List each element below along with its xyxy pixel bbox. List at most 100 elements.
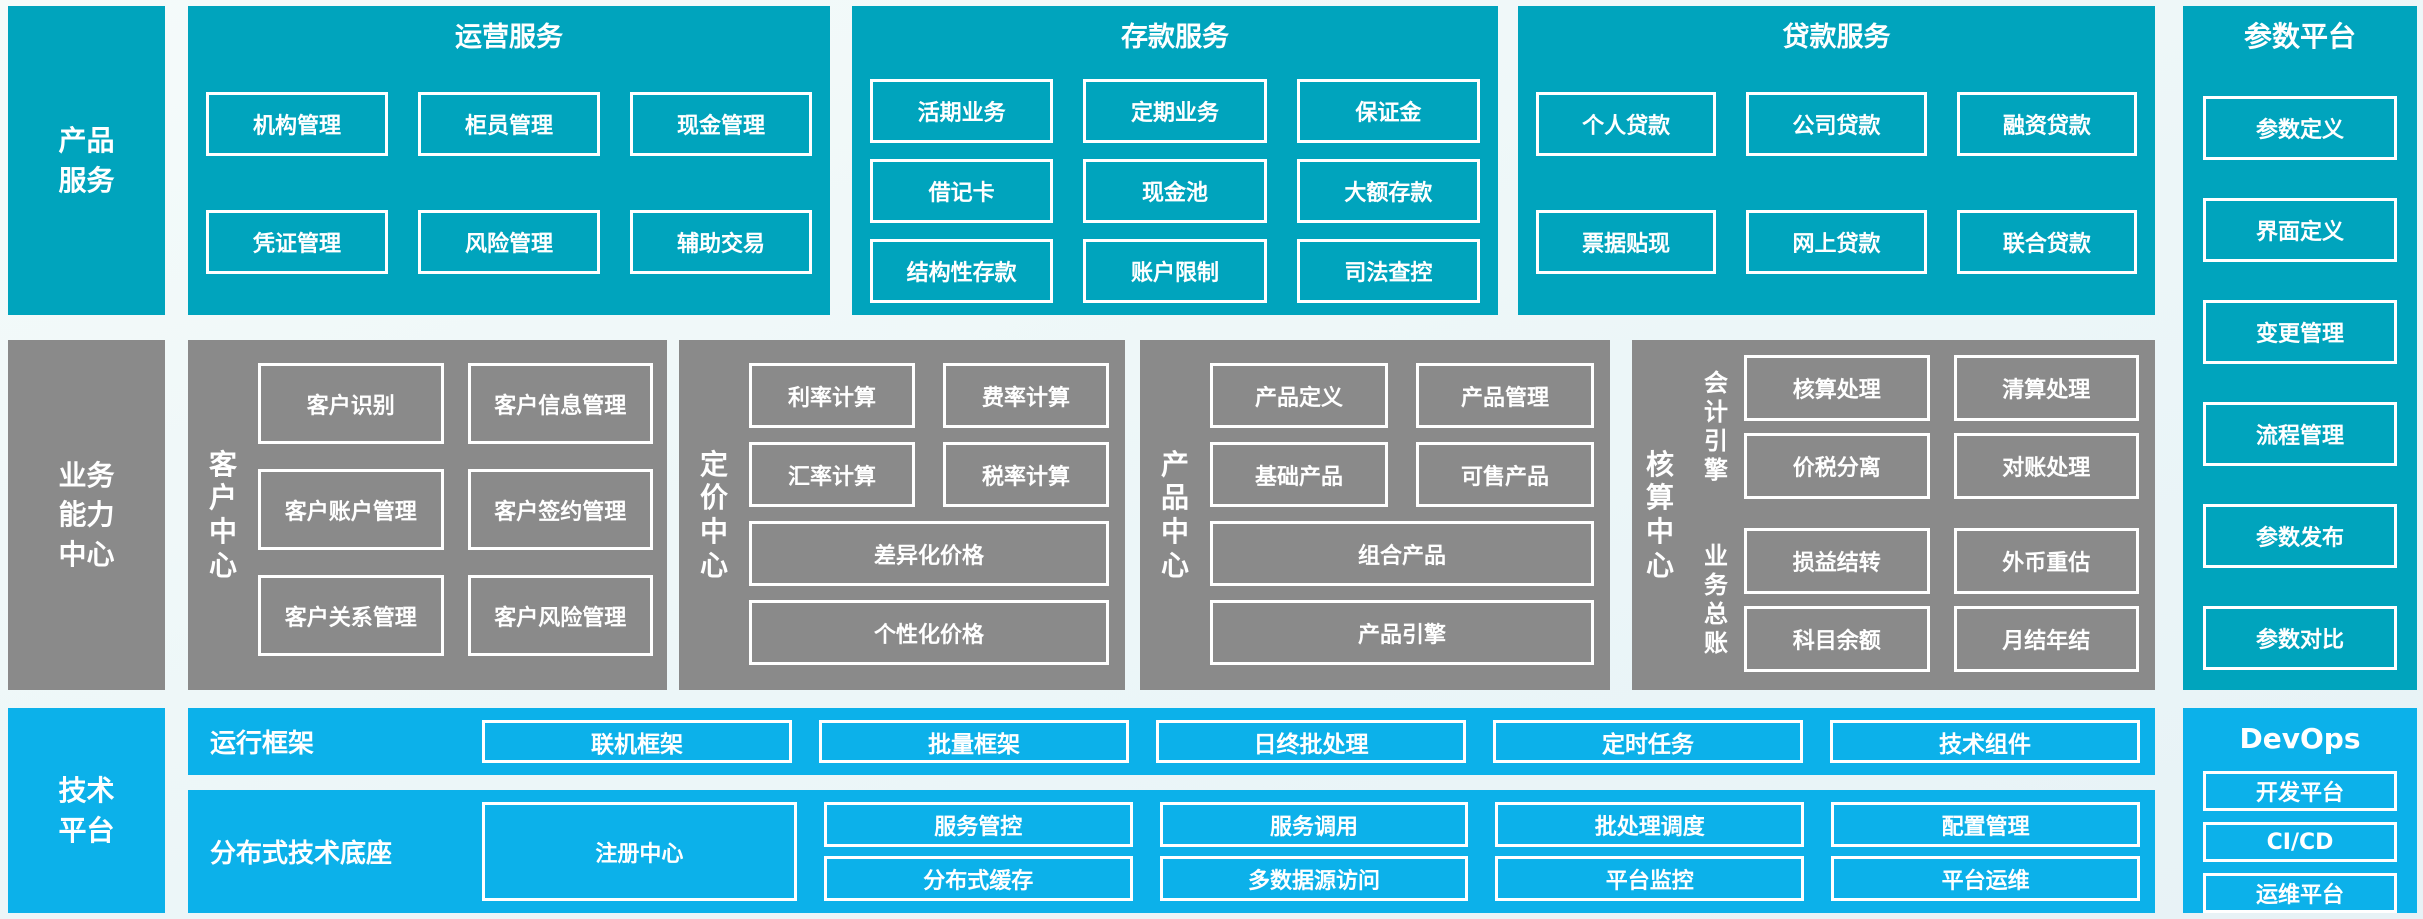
item-debit-card: 借记卡 [870, 159, 1054, 223]
item-demand-deposit: 活期业务 [870, 79, 1054, 143]
item-time-deposit: 定期业务 [1083, 79, 1267, 143]
item-online-framework: 联机框架 [482, 720, 792, 763]
item-registry-center: 注册中心 [482, 802, 797, 901]
item-sellable-product: 可售产品 [1416, 442, 1594, 507]
item-config-management: 配置管理 [1831, 802, 2140, 847]
distributed-base-label: 分布式技术底座 [210, 839, 393, 869]
item-teller-management: 柜员管理 [418, 92, 600, 156]
block-customer-center: 客 户 中 心 客户识别 客户信息管理 客户账户管理 客户签约管理 客户关系管理… [188, 340, 667, 690]
runtime-framework-label: 运行框架 [210, 729, 315, 759]
item-parameter-compare: 参数对比 [2203, 606, 2397, 670]
item-product-management: 产品管理 [1416, 363, 1594, 428]
item-voucher-management: 凭证管理 [206, 210, 388, 274]
block-deposit-services: 存款服务 活期业务 定期业务 保证金 借记卡 现金池 大额存款 结构性存款 账户… [852, 6, 1498, 315]
block-distributed-base: 分布式技术底座 注册中心 服务管控 分布式缓存 服务调用 多数据源访问 批处理调… [188, 790, 2155, 913]
item-structured-deposit: 结构性存款 [870, 239, 1054, 303]
deposits-grid: 活期业务 定期业务 保证金 借记卡 现金池 大额存款 结构性存款 账户限制 司法… [870, 79, 1480, 303]
item-subject-balance: 科目余额 [1744, 606, 1930, 672]
block-runtime-framework: 运行框架 联机框架 批量框架 日终批处理 定时任务 技术组件 [188, 708, 2155, 775]
item-personalized-price: 个性化价格 [749, 600, 1109, 665]
item-parameter-release: 参数发布 [2203, 504, 2397, 568]
item-cicd: CI/CD [2203, 822, 2397, 862]
deposits-title: 存款服务 [1121, 22, 1229, 53]
customer-grid: 客户识别 客户信息管理 客户账户管理 客户签约管理 客户关系管理 客户风险管理 [258, 363, 653, 690]
item-product-definition: 产品定义 [1210, 363, 1388, 428]
devops-title: DevOps [2239, 722, 2361, 755]
accounting-groups: 会 计 引 擎 核算处理 清算处理 价税分离 对账处理 业 务 总 账 损益结转… [1688, 340, 2139, 690]
item-financing-loan: 融资贷款 [1956, 92, 2137, 156]
item-pnl-carryover: 损益结转 [1744, 528, 1930, 594]
item-customer-account-management: 客户账户管理 [258, 469, 444, 550]
item-multi-datasource-access: 多数据源访问 [1159, 856, 1469, 901]
item-customer-info-management: 客户信息管理 [467, 363, 653, 444]
item-tax-calc: 税率计算 [943, 442, 1109, 507]
item-customer-identify: 客户识别 [258, 363, 444, 444]
item-clearing-process: 清算处理 [1953, 355, 2139, 421]
item-platform-monitoring: 平台监控 [1495, 856, 1805, 901]
item-price-tax-separation: 价税分离 [1744, 433, 1930, 499]
item-cash-management: 现金管理 [630, 92, 812, 156]
item-ui-definition: 界面定义 [2203, 198, 2397, 262]
item-margin-deposit: 保证金 [1296, 79, 1480, 143]
item-personal-loan: 个人贷款 [1536, 92, 1717, 156]
operations-title: 运营服务 [455, 22, 563, 53]
item-platform-ops: 平台运维 [1831, 856, 2140, 901]
operations-grid: 机构管理 柜员管理 现金管理 凭证管理 风险管理 辅助交易 [206, 92, 812, 274]
item-service-governance: 服务管控 [823, 802, 1133, 847]
business-ledger-grid: 损益结转 外币重估 科目余额 月结年结 [1744, 528, 2139, 672]
block-devops: DevOps 开发平台 CI/CD 运维平台 [2183, 708, 2417, 913]
item-bill-discount: 票据贴现 [1536, 210, 1717, 274]
item-org-management: 机构管理 [206, 92, 388, 156]
accounting-engine-label: 会 计 引 擎 [1704, 369, 1728, 484]
item-change-management: 变更管理 [2203, 300, 2397, 364]
pricing-center-label: 定 价 中 心 [699, 447, 728, 582]
item-cash-pool: 现金池 [1083, 159, 1267, 223]
business-ledger-group: 业 务 总 账 损益结转 外币重估 科目余额 月结年结 [1688, 528, 2139, 672]
item-corporate-loan: 公司贷款 [1746, 92, 1927, 156]
pair-config-management: 配置管理 平台运维 [1831, 802, 2140, 901]
item-reconciliation-process: 对账处理 [1953, 433, 2139, 499]
rail-tech-platform: 技术 平台 [8, 708, 165, 913]
accounting-engine-group: 会 计 引 擎 核算处理 清算处理 价税分离 对账处理 [1688, 355, 2139, 499]
accounting-center-label: 核 算 中 心 [1645, 447, 1674, 582]
item-batch-framework: 批量框架 [819, 720, 1129, 763]
item-process-management: 流程管理 [2203, 402, 2397, 466]
item-combined-product: 组合产品 [1210, 521, 1594, 586]
item-accounting-process: 核算处理 [1744, 355, 1930, 421]
item-batch-scheduling: 批处理调度 [1495, 802, 1805, 847]
item-eod-batch: 日终批处理 [1156, 720, 1466, 763]
item-customer-relation-management: 客户关系管理 [258, 575, 444, 656]
customer-center-label: 客 户 中 心 [208, 447, 237, 582]
item-month-year-end: 月结年结 [1953, 606, 2139, 672]
item-parameter-definition: 参数定义 [2203, 96, 2397, 160]
loans-grid: 个人贷款 公司贷款 融资贷款 票据贴现 网上贷款 联合贷款 [1536, 92, 2137, 274]
item-account-restriction: 账户限制 [1083, 239, 1267, 303]
block-loan-services: 贷款服务 个人贷款 公司贷款 融资贷款 票据贴现 网上贷款 联合贷款 [1518, 6, 2155, 315]
accounting-engine-grid: 核算处理 清算处理 价税分离 对账处理 [1744, 355, 2139, 499]
item-large-deposit: 大额存款 [1296, 159, 1480, 223]
item-exchange-calc: 汇率计算 [749, 442, 915, 507]
product-grid: 产品定义 产品管理 基础产品 可售产品 组合产品 产品引擎 [1210, 363, 1594, 690]
product-center-label: 产 品 中 心 [1160, 447, 1189, 582]
block-pricing-center: 定 价 中 心 利率计算 费率计算 汇率计算 税率计算 差异化价格 个性化价格 [679, 340, 1125, 690]
block-operations-services: 运营服务 机构管理 柜员管理 现金管理 凭证管理 风险管理 辅助交易 [188, 6, 830, 315]
pair-service-governance: 服务管控 分布式缓存 [823, 802, 1133, 901]
item-tech-component: 技术组件 [1830, 720, 2140, 763]
item-interest-calc: 利率计算 [749, 363, 915, 428]
item-service-invocation: 服务调用 [1159, 802, 1469, 847]
loans-title: 贷款服务 [1782, 22, 1891, 53]
item-ops-platform: 运维平台 [2203, 873, 2397, 913]
block-accounting-center: 核 算 中 心 会 计 引 擎 核算处理 清算处理 价税分离 对账处理 业 务 … [1632, 340, 2155, 690]
business-ledger-label: 业 务 总 账 [1704, 542, 1728, 657]
item-customer-risk-management: 客户风险管理 [467, 575, 653, 656]
parameter-platform-title: 参数平台 [2243, 20, 2356, 53]
item-assist-transaction: 辅助交易 [630, 210, 812, 274]
pair-service-invocation: 服务调用 多数据源访问 [1159, 802, 1469, 901]
item-fee-calc: 费率计算 [943, 363, 1109, 428]
item-risk-management: 风险管理 [418, 210, 600, 274]
item-customer-contract-management: 客户签约管理 [467, 469, 653, 550]
item-base-product: 基础产品 [1210, 442, 1388, 507]
pricing-grid: 利率计算 费率计算 汇率计算 税率计算 差异化价格 个性化价格 [749, 363, 1109, 690]
item-product-engine: 产品引擎 [1210, 600, 1594, 665]
